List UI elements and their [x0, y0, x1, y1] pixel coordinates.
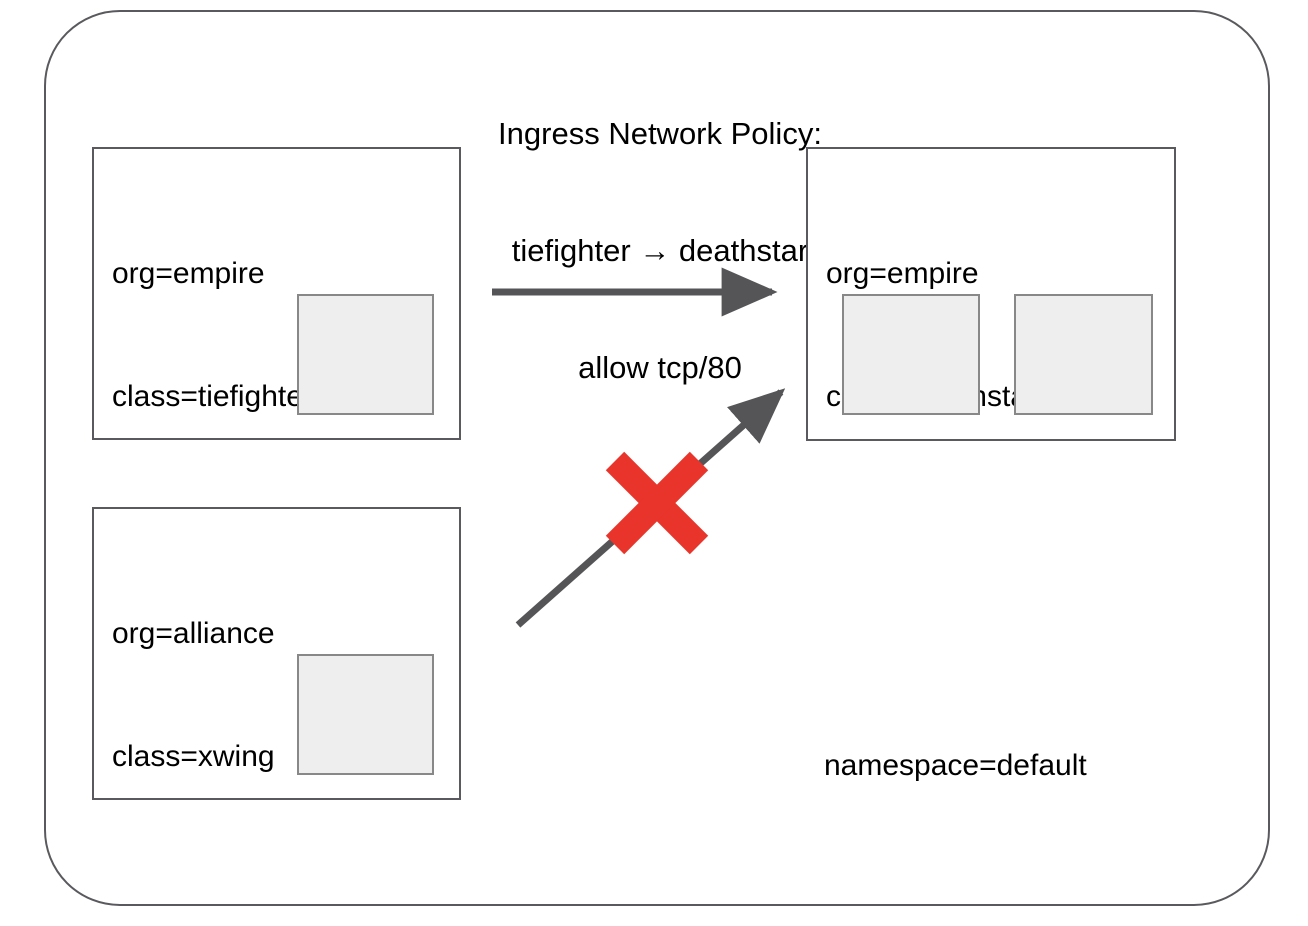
pod-tiefighter-1 — [297, 294, 434, 415]
pod-xwing-1 — [297, 654, 434, 775]
namespace-boundary — [44, 10, 1270, 906]
endpoint-label-org-deathstar: org=empire — [826, 257, 979, 290]
endpoint-label-class-tiefighter: class=tiefighter — [112, 380, 313, 413]
endpoint-box-tiefighter: org=empire class=tiefighter — [92, 147, 461, 440]
endpoint-labels-tiefighter: org=empire class=tiefighter — [112, 171, 313, 499]
pod-deathstar-2 — [1014, 294, 1153, 415]
policy-title-line-3: allow tcp/80 — [578, 350, 742, 385]
namespace-label: namespace=default — [824, 749, 1087, 782]
policy-title-line-1: Ingress Network Policy: — [498, 116, 822, 151]
endpoint-box-xwing: org=alliance class=xwing — [92, 507, 461, 800]
endpoint-label-org-xwing: org=alliance — [112, 617, 275, 650]
endpoint-label-org-tiefighter: org=empire — [112, 257, 265, 290]
endpoint-label-class-xwing: class=xwing — [112, 740, 275, 773]
policy-title: Ingress Network Policy: tiefighter → dea… — [330, 36, 990, 465]
policy-title-line-2: tiefighter → deathstar — [511, 233, 809, 268]
pod-deathstar-1 — [842, 294, 980, 415]
endpoint-labels-xwing: org=alliance class=xwing — [112, 531, 275, 859]
endpoint-box-deathstar: org=empire class=deathstar — [806, 147, 1176, 441]
